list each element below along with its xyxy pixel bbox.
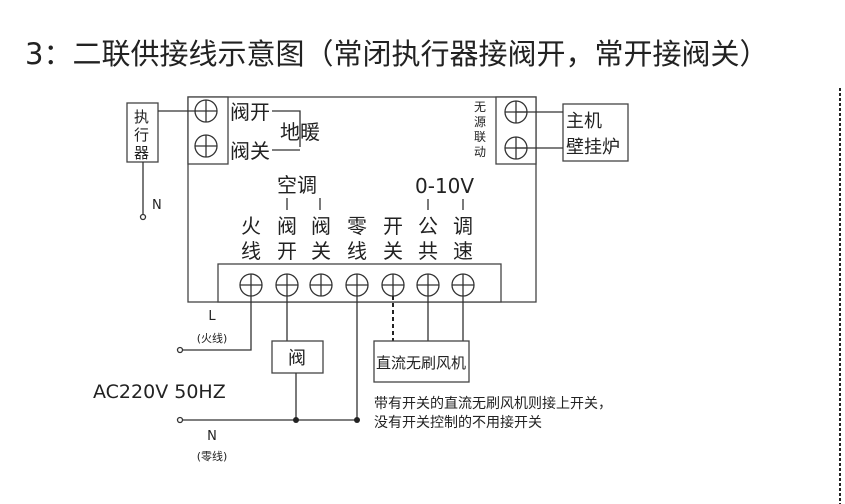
floor-heating-label: 地暖 bbox=[280, 120, 320, 144]
terminal-label: 开 bbox=[383, 214, 403, 238]
live-wire bbox=[183, 296, 252, 351]
terminal-label: 阀 bbox=[277, 214, 297, 238]
terminal-label: 阀 bbox=[311, 214, 331, 238]
terminal-screw-icon bbox=[345, 273, 369, 297]
terminal-label: 调 bbox=[453, 214, 473, 238]
live-cn-label: (火线) bbox=[197, 331, 228, 345]
speed-group-label: 0-10V bbox=[415, 174, 474, 198]
neutral-cn-label: (零线) bbox=[197, 449, 228, 463]
fan-box-label: 直流无刷风机 bbox=[376, 354, 466, 372]
actuator-label: 器 bbox=[134, 144, 149, 162]
passive-link-char: 动 bbox=[474, 145, 486, 159]
actuator-label: 行 bbox=[134, 126, 149, 144]
terminal-label: 共 bbox=[418, 239, 438, 263]
junction-dot bbox=[354, 417, 360, 423]
passive-link-terminal-block bbox=[495, 96, 537, 165]
power-spec-label: AC220V 50HZ bbox=[93, 381, 226, 403]
live-terminal-icon bbox=[176, 346, 184, 354]
terminal-label: 开 bbox=[277, 239, 297, 263]
ac-group-label: 空调 bbox=[277, 173, 317, 197]
group-leaders bbox=[286, 198, 464, 210]
neutral-wire bbox=[183, 296, 358, 421]
boiler-label: 主机 bbox=[566, 111, 602, 132]
terminal-label: 线 bbox=[241, 239, 261, 263]
diagram-title: 3：二联供接线示意图（常闭执行器接阀开，常开接阀关） bbox=[25, 37, 768, 71]
passive-link-char: 源 bbox=[474, 115, 486, 129]
passive-link-label: 无 源 联 动 bbox=[474, 100, 486, 159]
terminal-screw-icon bbox=[239, 273, 263, 297]
floor-heating-bracket bbox=[272, 110, 301, 151]
valve-box-label: 阀 bbox=[288, 348, 306, 369]
terminal-label: 零 bbox=[347, 214, 367, 238]
actuator-neutral-label: N bbox=[152, 198, 162, 213]
terminal-screw-icon bbox=[416, 273, 440, 297]
live-label: L bbox=[208, 309, 216, 324]
terminal-screw-icon bbox=[451, 273, 475, 297]
note-line: 带有开关的直流无刷风机则接上开关， bbox=[374, 395, 612, 412]
neutral-label: N bbox=[207, 429, 217, 444]
terminal-screw-icon bbox=[275, 273, 299, 297]
terminal-label: 公 bbox=[418, 214, 438, 238]
actuator-label: 执 bbox=[134, 108, 149, 126]
passive-link-char: 联 bbox=[474, 130, 486, 144]
fan-box bbox=[373, 340, 470, 383]
terminal-label: 速 bbox=[453, 239, 473, 263]
terminal-screw-icon bbox=[381, 273, 405, 297]
neutral-terminal-icon bbox=[176, 416, 184, 424]
valve-box bbox=[271, 340, 324, 374]
terminal-screw-icon bbox=[309, 273, 333, 297]
valve-close-label: 阀关 bbox=[230, 139, 270, 163]
terminal-label: 关 bbox=[311, 239, 331, 263]
boiler-wires bbox=[516, 111, 563, 149]
note-line: 没有开关控制的不用接开关 bbox=[374, 414, 542, 431]
neutral-terminal-icon bbox=[139, 213, 147, 221]
fan-wires bbox=[427, 296, 464, 341]
terminal-label: 火 bbox=[241, 214, 261, 238]
terminal-label: 线 bbox=[347, 239, 367, 263]
boiler-box bbox=[562, 103, 629, 162]
actuator-box bbox=[126, 102, 159, 163]
floor-heating-terminal-block bbox=[187, 96, 229, 165]
passive-link-char: 无 bbox=[474, 100, 486, 114]
terminal-label: 关 bbox=[383, 239, 403, 263]
boiler-label: 壁挂炉 bbox=[566, 137, 620, 158]
valve-open-label: 阀开 bbox=[230, 100, 270, 124]
junction-dot bbox=[293, 417, 299, 423]
